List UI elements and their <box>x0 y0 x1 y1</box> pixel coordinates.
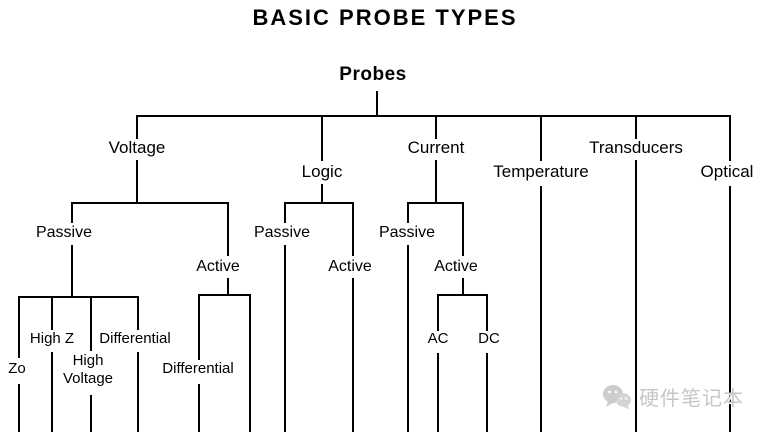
node-high-voltage: High Voltage <box>62 352 114 387</box>
connector-line <box>284 202 354 204</box>
connector-line <box>198 294 251 296</box>
node-zo: Zo <box>8 360 26 377</box>
connector-line <box>71 245 73 298</box>
node-current-passive: Passive <box>378 224 436 241</box>
connector-line <box>284 245 286 432</box>
connector-line <box>249 294 251 432</box>
connector-line <box>437 294 488 296</box>
connector-line <box>321 184 323 204</box>
connector-line <box>486 294 488 331</box>
connector-line <box>137 115 731 117</box>
connector-line <box>18 296 139 298</box>
connector-line <box>51 296 53 330</box>
connector-line <box>71 202 229 204</box>
node-dc: DC <box>478 330 500 347</box>
connector-line <box>71 202 73 223</box>
connector-line <box>51 352 53 432</box>
wechat-icon <box>602 383 632 411</box>
connector-line <box>407 202 464 204</box>
connector-line <box>198 384 200 432</box>
connector-line <box>227 202 229 256</box>
connector-line <box>407 245 409 432</box>
connector-line <box>435 115 437 139</box>
connector-line <box>18 384 20 432</box>
node-active-differential: Differential <box>162 360 234 377</box>
connector-line <box>137 352 139 432</box>
node-temperature: Temperature <box>493 162 589 181</box>
node-voltage: Voltage <box>108 138 166 157</box>
node-current-active: Active <box>434 258 478 275</box>
connector-line <box>462 278 464 296</box>
connector-line <box>435 160 437 204</box>
connector-line <box>227 278 229 296</box>
connector-line <box>540 115 542 161</box>
node-logic-passive: Passive <box>253 224 311 241</box>
node-logic: Logic <box>301 162 343 181</box>
connector-line <box>321 115 323 161</box>
page-title: BASIC PROBE TYPES <box>252 5 518 30</box>
connector-line <box>137 296 139 330</box>
connector-line <box>352 202 354 256</box>
connector-line <box>136 115 138 139</box>
node-passive-differential: Differential <box>99 330 171 347</box>
connector-line <box>729 186 731 432</box>
node-voltage-active: Active <box>196 258 240 275</box>
watermark: 硬件笔记本 <box>602 382 744 411</box>
node-logic-active: Active <box>328 258 372 275</box>
connector-line <box>437 353 439 432</box>
connector-line <box>635 160 637 432</box>
node-current: Current <box>407 138 465 157</box>
connector-line <box>462 202 464 256</box>
connector-line <box>407 202 409 223</box>
connector-line <box>198 294 200 360</box>
node-transducers: Transducers <box>589 138 683 157</box>
connector-line <box>540 186 542 432</box>
connector-line <box>486 353 488 432</box>
node-voltage-passive: Passive <box>35 224 93 241</box>
node-probes: Probes <box>339 64 407 85</box>
connector-line <box>635 115 637 139</box>
connector-line <box>376 91 378 117</box>
connector-line <box>729 115 731 161</box>
connector-line <box>352 278 354 432</box>
connector-line <box>437 294 439 331</box>
watermark-text: 硬件笔记本 <box>639 388 744 410</box>
node-high-z: High Z <box>29 330 75 347</box>
connector-line <box>18 296 20 358</box>
connector-line <box>90 296 92 351</box>
connector-line <box>90 395 92 432</box>
connector-line <box>284 202 286 223</box>
node-optical: Optical <box>700 162 754 181</box>
node-ac: AC <box>427 330 449 347</box>
connector-line <box>136 160 138 204</box>
